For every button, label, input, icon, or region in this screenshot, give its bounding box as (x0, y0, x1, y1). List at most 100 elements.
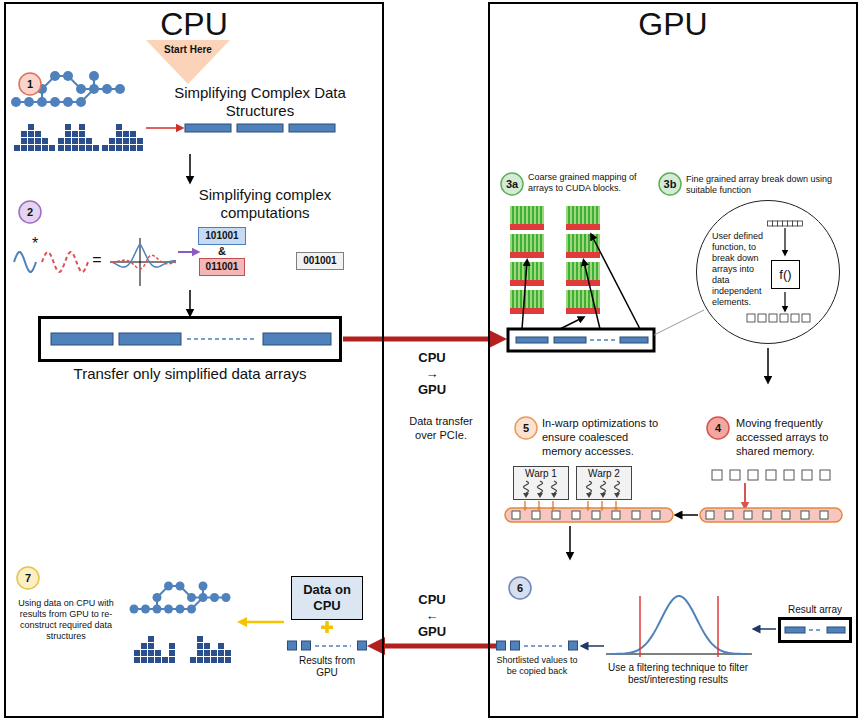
gpu-panel-text: GPU (490, 4, 856, 44)
triangle-fill (146, 40, 230, 84)
histogram-cell (123, 145, 129, 151)
thread-head (537, 493, 543, 498)
memory-cell (572, 511, 580, 519)
memory-cell (782, 511, 790, 519)
bit-box: 011001 (199, 258, 246, 276)
graph-vertex (89, 84, 99, 94)
flow-arrow (242, 621, 284, 624)
element-cell (768, 221, 773, 226)
histogram-cell (49, 145, 55, 151)
transfer-note: Data transfer over PCIe. (402, 414, 480, 442)
thread-head (551, 493, 557, 498)
flow-arrow (538, 501, 540, 509)
histogram-cell (28, 138, 34, 144)
histogram-cell (102, 145, 108, 151)
histogram-cell (35, 131, 41, 137)
callout-number: 2 (18, 204, 42, 220)
result-array: Result array (778, 604, 852, 643)
flow-arrow (552, 501, 554, 509)
array-bars (781, 620, 849, 640)
step-note: Moving frequently accessed arrays to sha… (736, 416, 851, 458)
thread-squiggle (601, 481, 606, 493)
histogram-cell (21, 138, 27, 144)
array-bar (554, 337, 586, 343)
value-square (358, 641, 367, 650)
histogram-cell (42, 145, 48, 151)
histogram-cell (197, 650, 203, 656)
array-outline (38, 316, 342, 362)
graph-vertex (164, 582, 173, 591)
histogram-cell (211, 657, 217, 663)
histogram-cell (58, 145, 64, 151)
histogram-cell (155, 657, 161, 663)
cuda-block-base (566, 280, 600, 286)
transfer-label: CPU ← GPU (412, 592, 452, 640)
array-gap (524, 645, 562, 647)
histogram-cell (93, 145, 99, 151)
histogram-cell (116, 131, 122, 137)
graph-vertex (164, 605, 173, 614)
graph-vertex (50, 71, 60, 81)
square-row (496, 640, 578, 652)
thread-squiggle (615, 481, 620, 493)
histogram-cell (65, 138, 71, 144)
histogram-cell (79, 124, 85, 130)
histogram-cell (141, 643, 147, 649)
callout-circle (707, 417, 729, 439)
result-array-text: Result array (778, 604, 852, 616)
value-square (569, 641, 578, 650)
plus-sign (325, 621, 329, 633)
graph-vertex (176, 582, 185, 591)
shortlist-squares-text: Shortlisted values to be copied back (496, 655, 578, 677)
value-square (497, 641, 506, 650)
start-triangle-text: Start Here (146, 40, 230, 56)
array-bar (620, 337, 648, 343)
histogram-cell (130, 131, 136, 137)
flow-arrow (178, 251, 196, 253)
flow-arrow (584, 262, 600, 329)
histogram-cell (109, 145, 115, 151)
step-note: Coarse grained mapping of arrays to CUDA… (528, 172, 640, 194)
transfer-label: CPU → GPU (412, 350, 452, 398)
callout-circle (501, 173, 523, 195)
histogram-cell (72, 131, 78, 137)
graph-vertex (153, 605, 162, 614)
cuda-block-base (510, 280, 544, 286)
histogram-cell (169, 650, 175, 656)
element-cell (791, 314, 799, 322)
memory-cell (766, 470, 776, 480)
histogram-cell (130, 145, 136, 151)
cuda-block-base (566, 252, 600, 258)
flow-arrow (522, 262, 527, 329)
histogram-cell (65, 131, 71, 137)
histogram-cell (197, 657, 203, 663)
histogram-cell (134, 657, 140, 663)
value-square (288, 641, 297, 650)
histogram-icon (58, 124, 99, 151)
value-square (302, 641, 311, 650)
histogram-cell (225, 657, 231, 663)
shortlist-squares: Shortlisted values to be copied back (496, 640, 578, 677)
histogram-cell (116, 145, 122, 151)
graph-vertex (63, 71, 73, 81)
element-cell (798, 221, 803, 226)
histogram-cell (204, 643, 210, 649)
histogram-cell (141, 657, 147, 663)
memory-cell (612, 511, 620, 519)
flow-arrow (678, 514, 698, 516)
gpu-panel: GPUUser defined function, to break down … (488, 2, 858, 718)
element-cell (793, 221, 798, 226)
element-cell (780, 314, 788, 322)
threshold-line (717, 596, 719, 657)
histogram-cell (65, 145, 71, 151)
memory-cell (725, 511, 733, 519)
step-note: Using data on CPU with results from GPU … (10, 598, 122, 642)
data-box: Data on CPU (291, 576, 363, 620)
histogram-cell (134, 650, 140, 656)
graph-icon (130, 582, 231, 614)
memory-cell (730, 470, 740, 480)
threshold-line (639, 596, 641, 657)
signal-wave (14, 252, 36, 272)
callout-circle (509, 577, 531, 599)
